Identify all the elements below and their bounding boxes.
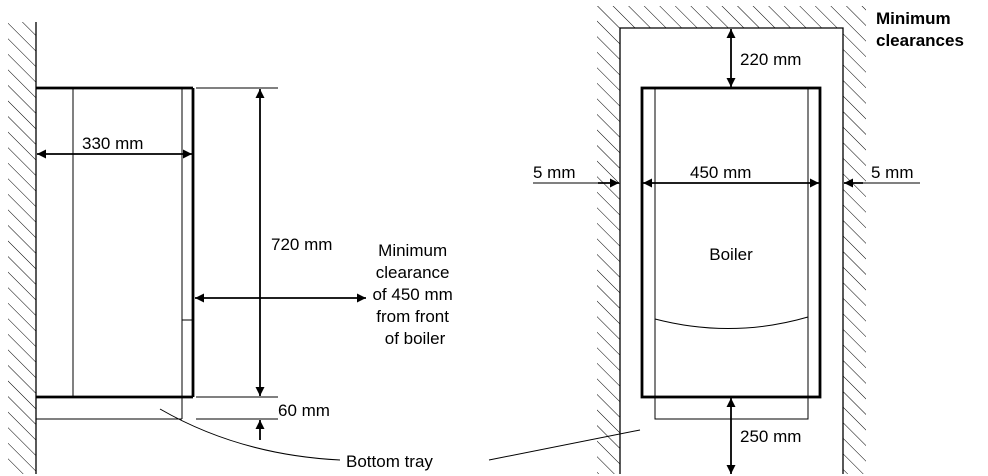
side-bottom-tray <box>36 397 183 420</box>
side-boiler-body <box>36 86 195 399</box>
bottom-tray-callout: Bottom tray <box>159 408 641 471</box>
side-view: 330 mm 720 mm 60 mm Minimum clearance of… <box>8 22 457 474</box>
top-clearance-label: 220 mm <box>740 50 801 69</box>
width-label: 450 mm <box>690 163 751 182</box>
right-gap-label: 5 mm <box>871 163 914 182</box>
tray-dimension <box>196 418 278 440</box>
recess-inner-edge <box>619 27 844 474</box>
front-boiler-body <box>640 86 822 399</box>
front-clearance-label: Minimum clearance of 450 mm from front o… <box>372 241 457 348</box>
depth-label: 330 mm <box>82 134 143 153</box>
bottom-clearance-label: 250 mm <box>740 427 801 446</box>
height-dimension <box>196 87 278 398</box>
front-view: 220 mm 450 mm 5 mm 5 mm Boiler 250 mm Mi… <box>533 6 964 474</box>
left-gap-label: 5 mm <box>533 163 576 182</box>
boiler-label: Boiler <box>709 245 753 264</box>
bottom-tray-label: Bottom tray <box>346 452 433 471</box>
minimum-clearances-title: Minimum clearances <box>876 9 964 50</box>
side-wall-hatch <box>8 22 36 474</box>
height-label: 720 mm <box>271 235 332 254</box>
tray-label: 60 mm <box>278 401 330 420</box>
